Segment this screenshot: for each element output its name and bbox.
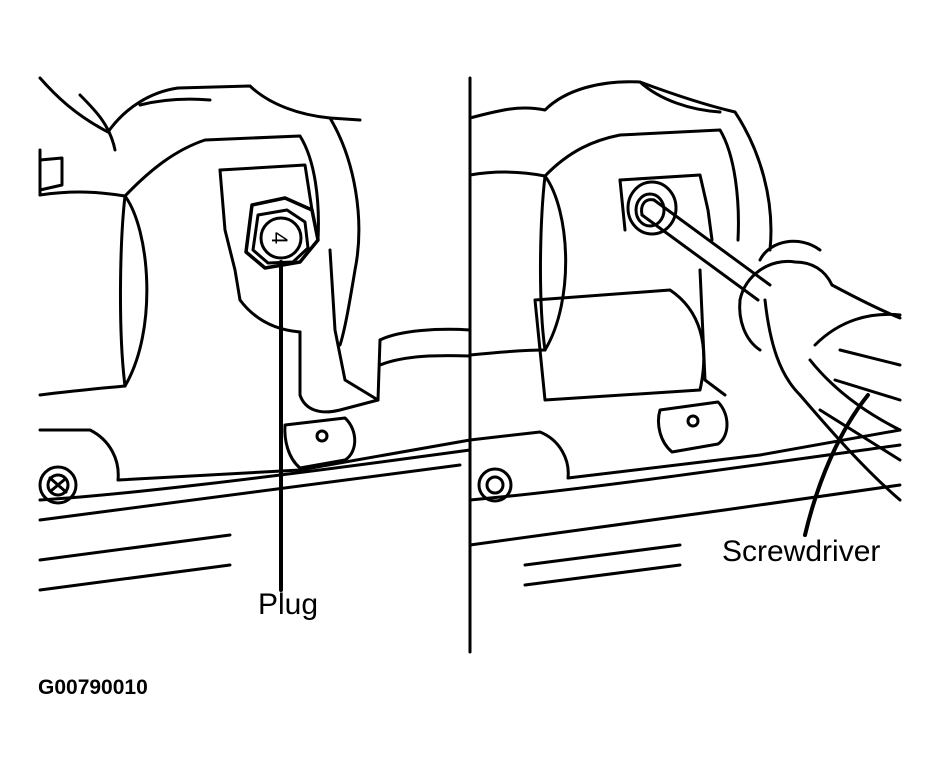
plug-hole <box>626 180 678 236</box>
left-panel <box>38 76 472 592</box>
plug-label: Plug <box>258 588 319 621</box>
screwdriver-leader-line <box>803 393 870 537</box>
plug-marking: 4 <box>267 232 292 244</box>
screwdriver <box>640 198 902 502</box>
right-panel <box>468 80 902 587</box>
figure-id: G00790010 <box>38 676 148 699</box>
plug-bolt: 4 <box>244 196 320 270</box>
screwdriver-label: Screwdriver <box>722 535 881 568</box>
